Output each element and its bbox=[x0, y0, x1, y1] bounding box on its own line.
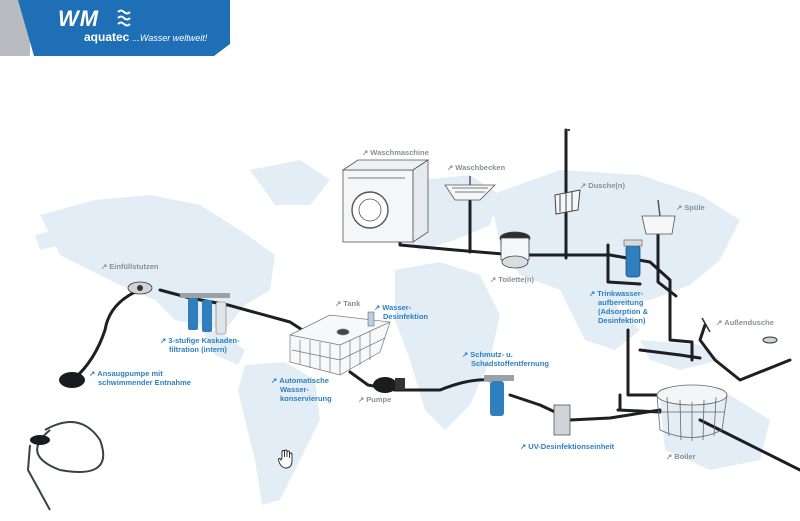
hand-cursor-icon bbox=[278, 449, 293, 469]
greenland bbox=[250, 160, 330, 205]
label-kaskaden: ↗3-stufige Kaskaden-filtration (intern) bbox=[160, 336, 240, 354]
logo-band bbox=[0, 0, 230, 56]
label-pumpe: ↗Pumpe bbox=[358, 395, 392, 404]
south-asia bbox=[560, 290, 640, 350]
pump-illustration bbox=[373, 377, 405, 393]
central-america bbox=[200, 325, 245, 365]
washing-machine-illustration bbox=[341, 159, 430, 243]
south-america bbox=[238, 362, 320, 505]
toilet-illustration bbox=[499, 231, 531, 269]
shower-illustration bbox=[554, 129, 581, 215]
label-aussendusche: ↗Außendusche bbox=[716, 318, 774, 327]
disinfection-cartridge bbox=[367, 311, 375, 327]
label-uv: ↗UV-Desinfektionseinheit bbox=[520, 442, 615, 451]
drinking-water-filter bbox=[623, 239, 643, 278]
label-einfuellstutzen: ↗Einfüllstutzen bbox=[101, 262, 159, 271]
label-dusche: ↗Dusche(n) bbox=[580, 181, 625, 190]
asia bbox=[490, 170, 740, 305]
logo-aquatec: aquatec bbox=[84, 30, 130, 44]
tank-illustration bbox=[289, 314, 391, 376]
label-trinkwasser: ↗Trinkwasser-aufbereitung(Adsorption &De… bbox=[589, 289, 648, 325]
suction-hose bbox=[26, 421, 105, 511]
logo-tagline: ...Wasser weltweit! bbox=[132, 33, 208, 43]
logo-wm: WM bbox=[58, 6, 100, 31]
sink-illustration bbox=[444, 176, 496, 201]
label-waschmaschine: ↗Waschmaschine bbox=[362, 148, 429, 157]
wave-icon bbox=[117, 9, 131, 27]
cascade-filter-illustration bbox=[180, 293, 230, 335]
label-schmutz: ↗Schmutz- u.Schadstoffentfernung bbox=[462, 350, 549, 368]
kitchen-sink-illustration bbox=[641, 199, 676, 235]
uv-unit-illustration bbox=[553, 404, 571, 436]
filler-neck-illustration bbox=[127, 281, 153, 295]
logo-subline: aquatec ...Wasser weltweit! bbox=[84, 30, 207, 44]
label-waschbecken: ↗Waschbecken bbox=[447, 163, 506, 172]
label-wasser-desinfektion: ↗Wasser-Desinfektion bbox=[374, 303, 429, 321]
australia bbox=[660, 395, 770, 470]
boiler-illustration bbox=[656, 384, 728, 441]
label-tank: ↗Tank bbox=[335, 299, 361, 308]
label-spuele: ↗Spüle bbox=[676, 203, 705, 212]
suction-pump-illustration bbox=[30, 372, 85, 445]
africa bbox=[395, 262, 500, 430]
label-toilette: ↗Toilette(n) bbox=[490, 275, 534, 284]
label-boiler: ↗Boiler bbox=[666, 452, 696, 461]
outdoor-shower-illustration bbox=[701, 317, 778, 344]
small-island bbox=[35, 230, 60, 250]
dirt-filter-illustration bbox=[484, 375, 514, 416]
